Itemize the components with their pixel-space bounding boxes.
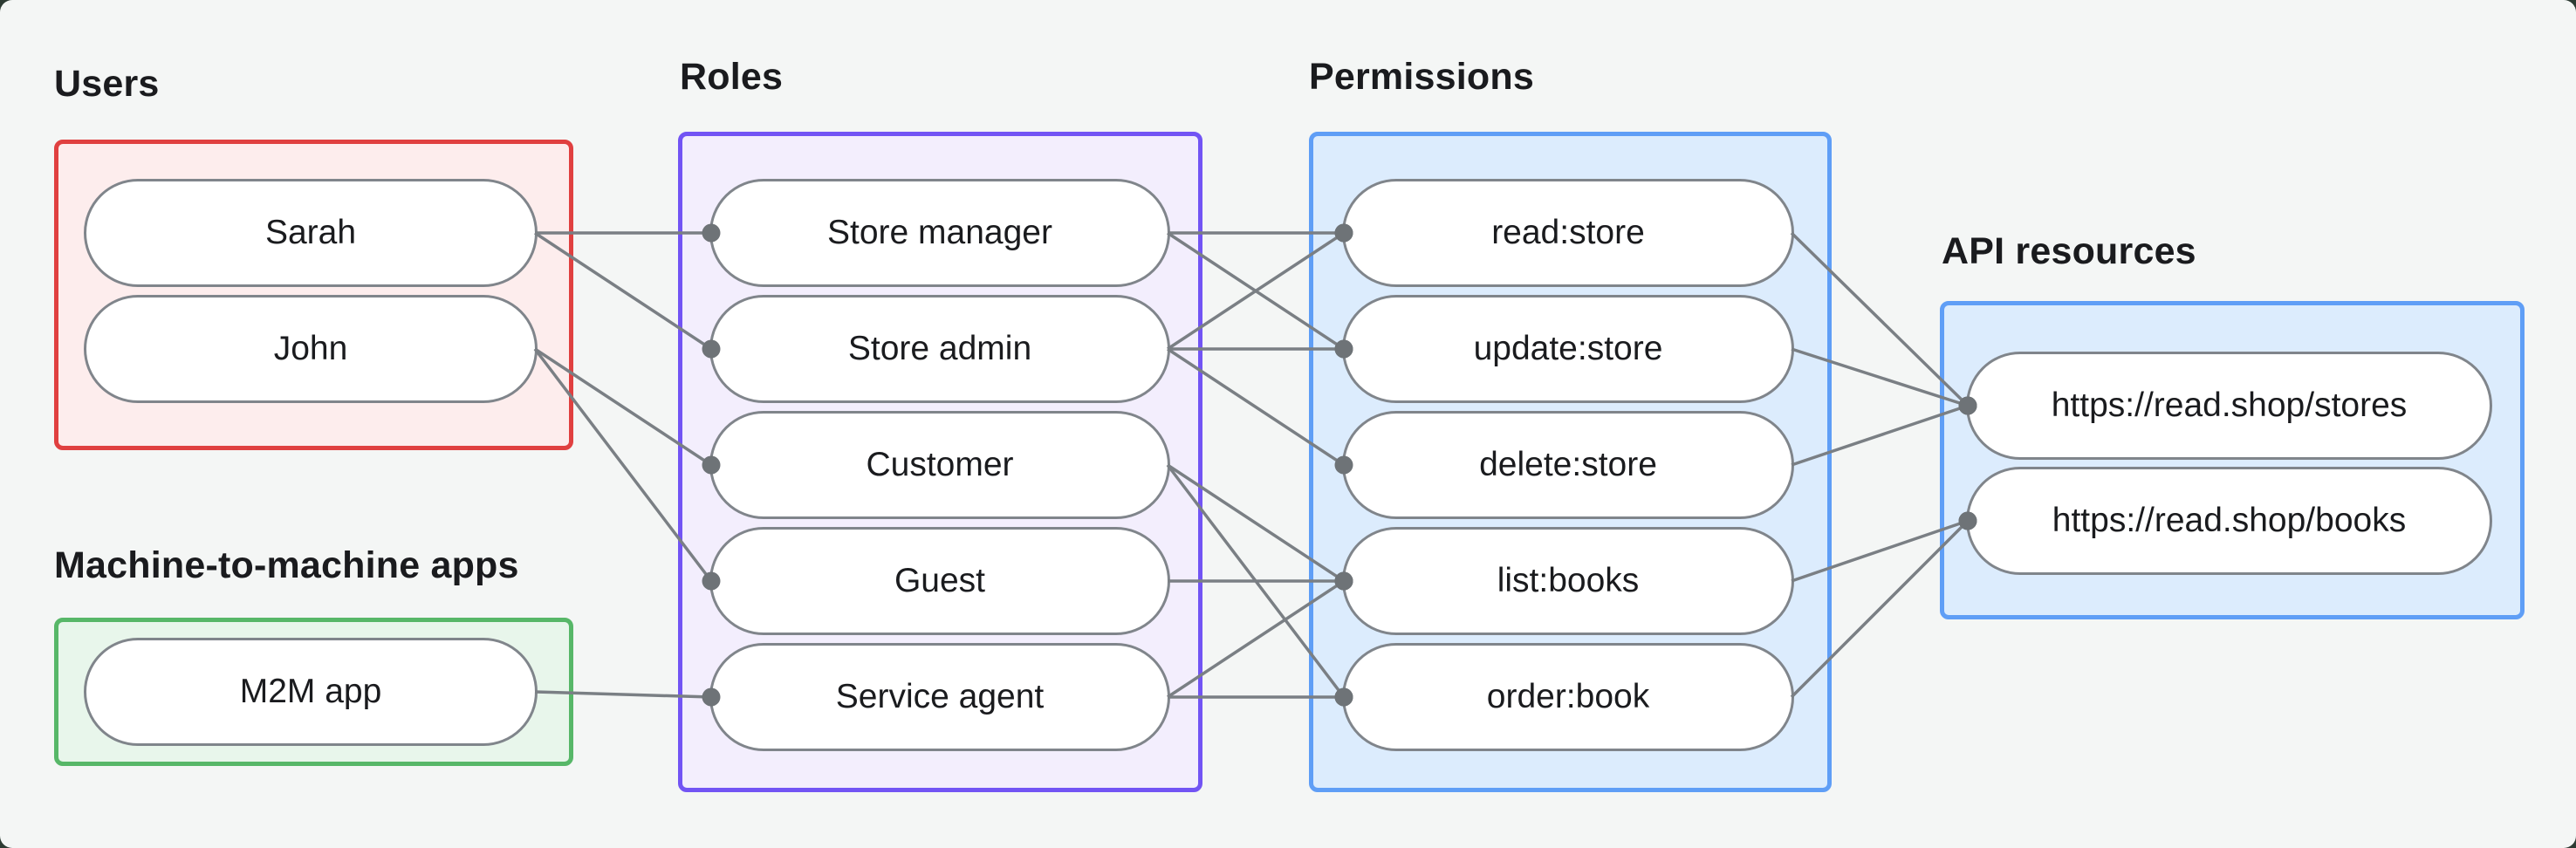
users-group-label: Users	[54, 63, 160, 105]
permission-node-list-books: list:books	[1342, 527, 1794, 635]
api-node-read-shop-stores: https://read.shop/stores	[1966, 352, 2492, 460]
permissions-group-label: Permissions	[1309, 56, 1534, 98]
m2m-app-node: M2M app	[84, 638, 538, 746]
permission-node-update-store: update:store	[1342, 295, 1794, 403]
roles-group-label: Roles	[680, 56, 784, 98]
role-node-guest: Guest	[709, 527, 1170, 635]
api-node-read-shop-books: https://read.shop/books	[1966, 467, 2492, 575]
permission-node-order-book: order:book	[1342, 643, 1794, 751]
role-node-store-manager: Store manager	[709, 179, 1170, 287]
role-node-service-agent: Service agent	[709, 643, 1170, 751]
role-node-store-admin: Store admin	[709, 295, 1170, 403]
permission-node-delete-store: delete:store	[1342, 411, 1794, 519]
user-node-john: John	[84, 295, 538, 403]
m2m-group-label: Machine-to-machine apps	[54, 544, 519, 586]
permission-node-read-store: read:store	[1342, 179, 1794, 287]
user-node-sarah: Sarah	[84, 179, 538, 287]
api-resources-group-label: API resources	[1942, 230, 2196, 272]
role-node-customer: Customer	[709, 411, 1170, 519]
